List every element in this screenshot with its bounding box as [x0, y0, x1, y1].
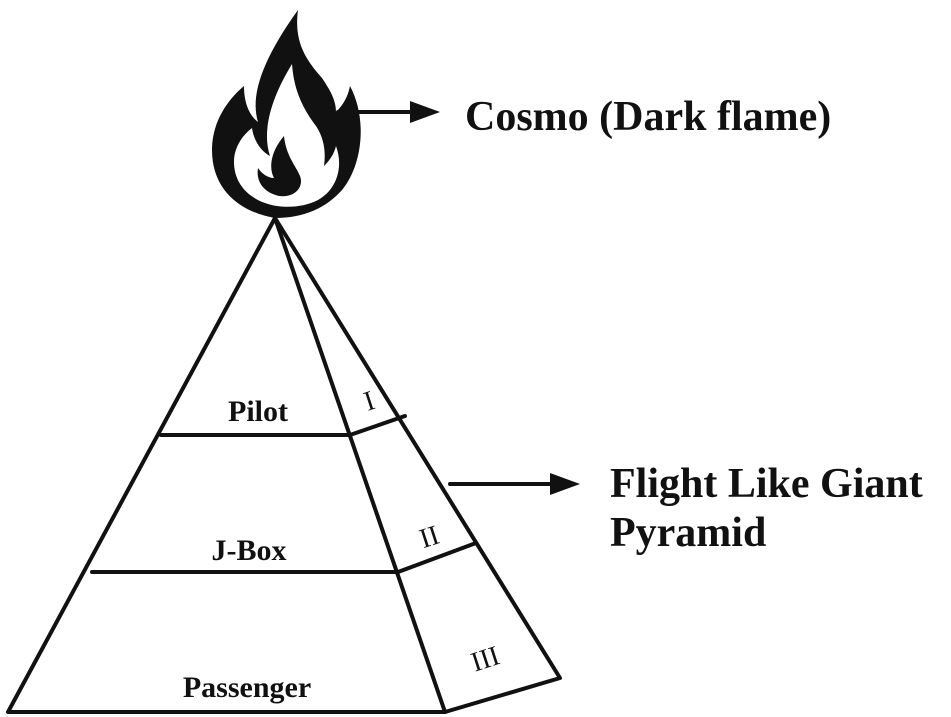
flame-arrow — [336, 101, 440, 123]
pyramid-side-face — [273, 216, 562, 714]
side-divider-top — [348, 414, 407, 437]
flame-label: Cosmo (Dark flame) — [465, 94, 831, 140]
pyramid-label-line1: Flight Like Giant — [610, 461, 923, 507]
tier-label-passenger: Passenger — [183, 671, 311, 704]
side-numeral-1: I — [360, 385, 378, 417]
pyramid-front-face — [6, 216, 447, 714]
side-divider-bottom — [396, 541, 478, 574]
pyramid — [6, 216, 562, 714]
flame-core — [257, 136, 302, 197]
pyramid-label-line2: Pyramid — [610, 510, 766, 556]
side-numeral-2: II — [416, 520, 443, 555]
flame-icon — [212, 10, 361, 218]
tier-label-pilot: Pilot — [228, 395, 288, 428]
side-numeral-3: III — [467, 640, 503, 678]
tier-label-jbox: J-Box — [212, 534, 287, 567]
pyramid-arrow — [448, 473, 580, 495]
